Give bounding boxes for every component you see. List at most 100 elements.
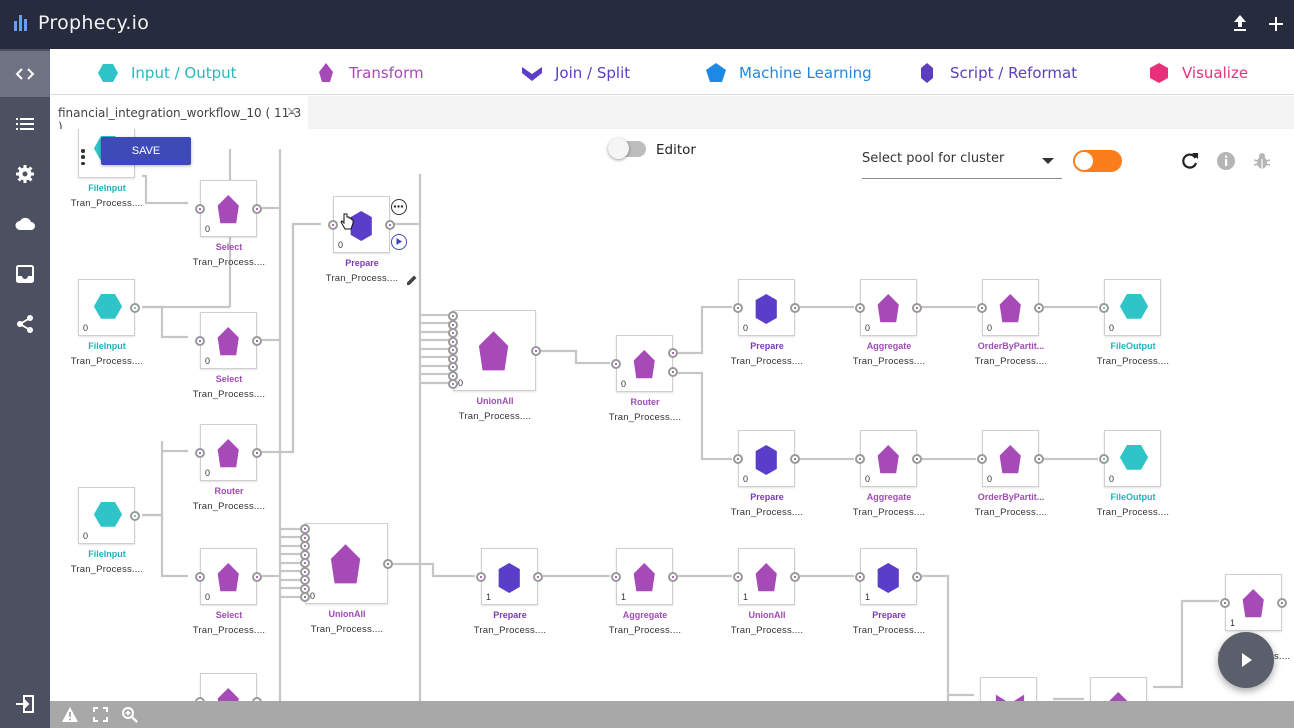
brand[interactable]: Prophecy.io: [14, 11, 149, 35]
port-icon[interactable]: [1099, 302, 1109, 313]
port-icon[interactable]: [533, 571, 543, 582]
run-workflow-button[interactable]: [1218, 632, 1274, 688]
port-icon[interactable]: [476, 571, 486, 582]
gem-card[interactable]: 0: [200, 548, 257, 605]
port-icon[interactable]: [668, 571, 678, 582]
close-icon[interactable]: ×: [286, 104, 298, 120]
port-icon[interactable]: [195, 335, 205, 346]
port-icon[interactable]: [195, 203, 205, 214]
port-icon[interactable]: [790, 302, 800, 313]
cloud-icon[interactable]: [0, 201, 50, 247]
port-icon[interactable]: [855, 453, 865, 464]
fit-screen-icon[interactable]: [92, 706, 109, 723]
port-icon[interactable]: [733, 302, 743, 313]
port-icon[interactable]: [252, 447, 262, 458]
port-icon[interactable]: [912, 571, 922, 582]
port-icon[interactable]: [252, 203, 262, 214]
gem-card[interactable]: 0: [200, 424, 257, 481]
upload-icon[interactable]: [1230, 14, 1250, 36]
bug-icon[interactable]: [1252, 151, 1272, 171]
port-icon[interactable]: [1220, 597, 1230, 608]
port-icon[interactable]: [668, 367, 678, 377]
port-icon[interactable]: [1099, 453, 1109, 464]
palette-item-script-reformat[interactable]: Script / Reformat: [916, 62, 1077, 84]
gem-card[interactable]: [980, 677, 1037, 701]
gem-card[interactable]: 1: [481, 548, 538, 605]
port-icon[interactable]: [383, 559, 393, 569]
palette-item-input-output[interactable]: Input / Output: [97, 62, 237, 84]
port-icon[interactable]: [790, 453, 800, 464]
port-icon[interactable]: [130, 510, 140, 521]
code-icon[interactable]: [0, 51, 50, 97]
port-icon[interactable]: [733, 453, 743, 464]
info-icon[interactable]: [1216, 151, 1236, 171]
gem-card[interactable]: 1: [1225, 574, 1282, 631]
gem-card[interactable]: 0: [738, 430, 795, 487]
port-icon[interactable]: [611, 358, 621, 369]
gem-card[interactable]: [200, 673, 257, 701]
port-icon[interactable]: [855, 571, 865, 582]
edit-icon[interactable]: [406, 273, 418, 285]
editor-toggle[interactable]: [608, 138, 646, 159]
gem-card[interactable]: 0: [305, 523, 388, 604]
port-icon[interactable]: [733, 571, 743, 582]
gem-card[interactable]: 0: [453, 310, 536, 391]
port-icon[interactable]: [300, 592, 310, 602]
port-icon[interactable]: [790, 571, 800, 582]
port-icon[interactable]: [195, 571, 205, 582]
port-icon[interactable]: [668, 348, 678, 358]
palette-item-visualize[interactable]: Visualize: [1148, 62, 1248, 84]
port-icon[interactable]: [448, 379, 458, 389]
gem-card[interactable]: 0: [78, 487, 135, 544]
save-button[interactable]: SAVE: [101, 137, 191, 165]
port-icon[interactable]: [385, 219, 395, 230]
port-icon[interactable]: [611, 571, 621, 582]
share-icon[interactable]: [0, 301, 50, 347]
warning-icon[interactable]: [61, 706, 78, 723]
list-icon[interactable]: [0, 101, 50, 147]
port-icon[interactable]: [195, 447, 205, 458]
gem-card[interactable]: 1: [738, 548, 795, 605]
cluster-pool-select[interactable]: Select pool for cluster: [862, 147, 1062, 179]
gem-card[interactable]: 0: [860, 279, 917, 336]
refresh-icon[interactable]: [1180, 151, 1200, 171]
port-icon[interactable]: [977, 302, 987, 313]
port-icon[interactable]: [130, 302, 140, 313]
add-icon[interactable]: [1266, 14, 1286, 36]
gem-card[interactable]: 0: [1104, 430, 1161, 487]
gem-card[interactable]: 0: [1104, 279, 1161, 336]
zoom-icon[interactable]: [121, 706, 138, 723]
gem-card[interactable]: [1090, 677, 1147, 701]
gem-card[interactable]: 1: [616, 548, 673, 605]
tab-workflow[interactable]: financial_integration_workflow_10 ( 11-3…: [50, 96, 308, 134]
gem-card[interactable]: 0: [78, 279, 135, 336]
more-actions-icon[interactable]: [391, 199, 407, 215]
more-options-icon[interactable]: [80, 149, 86, 165]
gem-card[interactable]: 0: [982, 279, 1039, 336]
port-icon[interactable]: [1277, 597, 1287, 608]
gem-card[interactable]: 0: [982, 430, 1039, 487]
port-icon[interactable]: [252, 571, 262, 582]
port-icon[interactable]: [195, 696, 205, 701]
gem-card[interactable]: 0: [738, 279, 795, 336]
port-icon[interactable]: [531, 346, 541, 356]
port-icon[interactable]: [328, 219, 338, 230]
port-icon[interactable]: [252, 335, 262, 346]
logout-icon[interactable]: [0, 681, 50, 727]
gem-card[interactable]: 0: [616, 335, 673, 392]
gem-card[interactable]: 1: [860, 548, 917, 605]
port-icon[interactable]: [252, 696, 262, 701]
port-icon[interactable]: [977, 453, 987, 464]
palette-item-machine-learning[interactable]: Machine Learning: [705, 62, 872, 84]
port-icon[interactable]: [1034, 453, 1044, 464]
gem-card[interactable]: 0: [200, 312, 257, 369]
gem-card[interactable]: 0: [200, 180, 257, 237]
palette-item-transform[interactable]: Transform: [315, 62, 424, 84]
inbox-icon[interactable]: [0, 251, 50, 297]
gear-icon[interactable]: [0, 151, 50, 197]
palette-item-join-split[interactable]: Join / Split: [521, 62, 630, 84]
port-icon[interactable]: [912, 453, 922, 464]
cluster-toggle[interactable]: [1073, 150, 1122, 172]
port-icon[interactable]: [912, 302, 922, 313]
